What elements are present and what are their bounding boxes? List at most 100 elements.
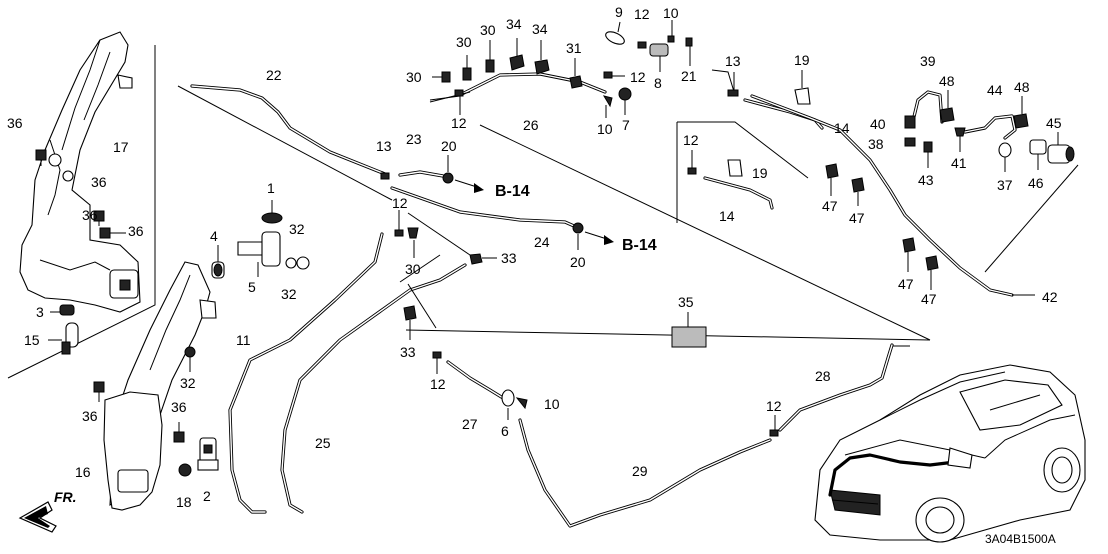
bolt-36-d	[93, 381, 105, 402]
label-44: 44	[987, 82, 1003, 98]
grommet-32-b	[184, 346, 196, 372]
check-valve-20-b	[572, 222, 584, 250]
label-18: 18	[176, 494, 192, 510]
label-13: 13	[376, 138, 392, 154]
front-arrow	[18, 501, 57, 533]
label-14: 14	[719, 208, 735, 224]
label-37: 37	[997, 177, 1013, 193]
label-47: 47	[921, 291, 937, 307]
label-32: 32	[289, 221, 305, 237]
clips	[380, 20, 1075, 437]
grommet-6	[501, 389, 515, 420]
tank-panel	[7, 31, 219, 511]
label-29: 29	[632, 463, 648, 479]
label-12: 12	[766, 398, 782, 414]
nozzle-9	[605, 21, 625, 45]
label-30: 30	[405, 261, 421, 277]
label-12: 12	[451, 115, 467, 131]
label-34: 34	[506, 16, 522, 32]
label-1: 1	[267, 180, 275, 196]
clip-34-b	[534, 40, 550, 75]
joint-12-e	[394, 210, 404, 237]
clip-30-b	[462, 55, 472, 81]
grommet-7	[618, 87, 632, 115]
label-47: 47	[822, 198, 838, 214]
clip-47-d	[925, 255, 939, 290]
clip-10-c	[515, 397, 528, 410]
grommet-18	[178, 463, 192, 477]
clip-12-b	[603, 71, 625, 79]
joint-21	[685, 37, 693, 66]
clip-12-top	[637, 41, 647, 49]
label-12: 12	[634, 6, 650, 22]
label-30: 30	[456, 34, 472, 50]
label-20: 20	[441, 138, 457, 154]
strainer-cap-3	[59, 304, 75, 316]
label-17: 17	[113, 139, 129, 155]
label-47: 47	[898, 276, 914, 292]
pad-35	[671, 326, 707, 348]
label-30: 30	[480, 22, 496, 38]
washer-pump-2	[197, 437, 219, 471]
grommet-32-c	[285, 257, 297, 269]
label-5: 5	[248, 279, 256, 295]
hose-14-b	[703, 176, 774, 210]
label-13: 13	[725, 53, 741, 69]
clip-47-b	[851, 177, 865, 206]
label-34: 34	[532, 21, 548, 37]
washer-reservoir-upper	[19, 31, 141, 313]
nozzle-8	[649, 43, 669, 72]
clip-48-a	[939, 90, 955, 123]
label-6: 6	[501, 423, 509, 439]
pump-outlet-upper	[119, 279, 131, 291]
clip-47-c	[902, 237, 916, 272]
bolt-36-c	[99, 227, 126, 239]
label-32: 32	[281, 286, 297, 302]
clip-10-a	[667, 20, 675, 43]
nozzle-19-a	[794, 70, 811, 105]
label-22: 22	[266, 67, 282, 83]
label-28: 28	[815, 368, 831, 384]
motor-parts	[211, 200, 310, 279]
grommet-37	[998, 142, 1012, 172]
label-36: 36	[82, 408, 98, 424]
clip-33-b	[403, 305, 417, 340]
label-2: 2	[203, 488, 211, 504]
bolt-36-e	[173, 422, 185, 443]
nozzle-19-b	[727, 159, 743, 177]
label-31: 31	[566, 40, 582, 56]
label-20: 20	[570, 254, 586, 270]
label-15: 15	[24, 332, 40, 348]
label-23: 23	[406, 131, 422, 147]
joint-12-c	[454, 89, 464, 115]
label-7: 7	[622, 117, 630, 133]
label-40: 40	[870, 116, 886, 132]
label-36: 36	[7, 115, 23, 131]
label-45: 45	[1046, 115, 1062, 131]
label-39: 39	[920, 53, 936, 69]
joint-13-b	[727, 72, 739, 97]
clip-10-b	[602, 95, 613, 118]
label-48: 48	[1014, 79, 1030, 95]
ref-b14-a: B-14	[495, 183, 530, 200]
label-10: 10	[663, 5, 679, 21]
connector-45	[1047, 132, 1075, 164]
label-12: 12	[430, 376, 446, 392]
hose-28	[778, 343, 894, 432]
front-label: FR.	[54, 489, 77, 505]
label-21: 21	[681, 68, 697, 84]
label-25: 25	[315, 435, 331, 451]
joint-40	[904, 115, 916, 129]
joint-13-a	[380, 172, 390, 180]
leader-lines	[177, 69, 1079, 347]
label-36: 36	[91, 174, 107, 190]
label-38: 38	[868, 136, 884, 152]
clip-30-d	[407, 227, 419, 258]
label-30: 30	[406, 69, 422, 85]
label-3: 3	[36, 304, 44, 320]
tank-bracket-lower	[199, 299, 217, 319]
connector-46	[1029, 139, 1047, 170]
label-24: 24	[534, 234, 550, 250]
joint-12-d	[687, 150, 697, 175]
vehicle-silhouette	[814, 364, 1086, 543]
